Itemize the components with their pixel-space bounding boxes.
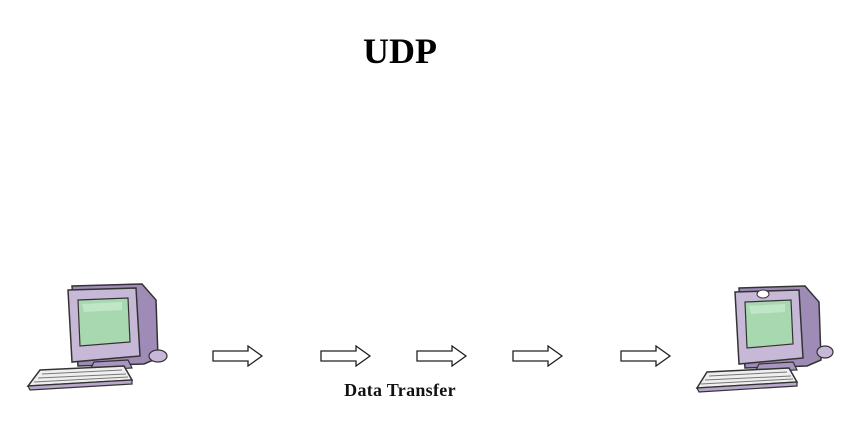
- data-transfer-caption: Data Transfer: [344, 380, 456, 400]
- data-arrow: [212, 345, 264, 367]
- receiver-computer: [693, 282, 845, 398]
- data-arrow: [512, 345, 564, 367]
- data-arrow: [320, 345, 372, 367]
- data-arrow: [416, 345, 468, 367]
- diagram-title: UDP: [363, 31, 437, 71]
- computer-icon: [695, 285, 834, 393]
- data-arrow: [620, 345, 672, 367]
- sender-computer: [24, 280, 180, 396]
- computer-icon: [26, 283, 168, 391]
